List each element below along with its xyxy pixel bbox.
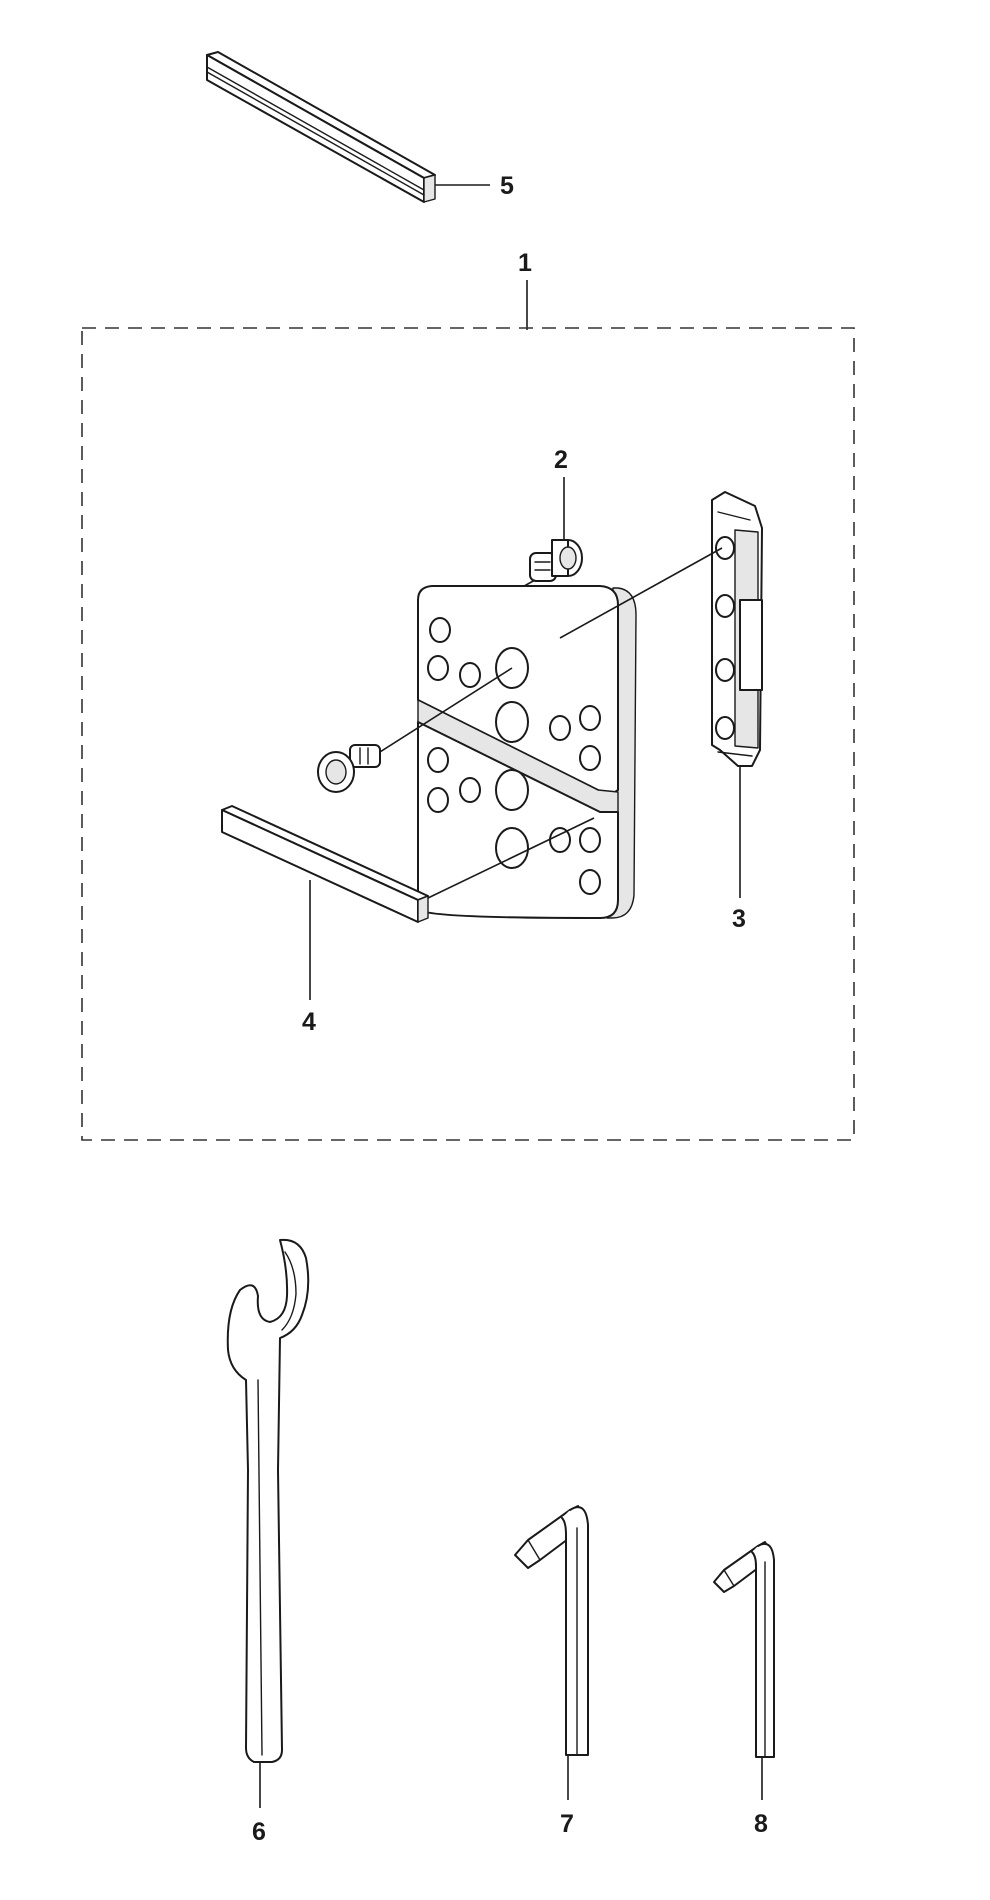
callout-6: 6 bbox=[252, 1818, 266, 1846]
part-3-slide-rail bbox=[711, 491, 763, 767]
assembly-line-screw-lower bbox=[379, 667, 513, 753]
kit-boundary-1 bbox=[81, 327, 855, 1141]
callout-2: 2 bbox=[554, 446, 568, 474]
jaw-plate bbox=[417, 585, 637, 919]
part-5-key-bar bbox=[206, 51, 436, 203]
assembly-line-rail bbox=[559, 547, 723, 639]
callout-3: 3 bbox=[732, 905, 746, 933]
part-6-wrench bbox=[226, 1238, 310, 1763]
callout-4: 4 bbox=[302, 1008, 316, 1036]
part-8-hex-key bbox=[713, 1541, 775, 1758]
callout-8: 8 bbox=[754, 1810, 768, 1838]
callout-5: 5 bbox=[500, 172, 514, 200]
socket-screw-lower bbox=[317, 744, 381, 793]
part-7-hex-key bbox=[514, 1505, 589, 1756]
callout-1: 1 bbox=[518, 249, 532, 277]
part-4-key-bar bbox=[221, 805, 429, 923]
assembly-line-key bbox=[427, 817, 595, 899]
part-2-socket-screw bbox=[529, 539, 583, 582]
callout-7: 7 bbox=[560, 1810, 574, 1838]
